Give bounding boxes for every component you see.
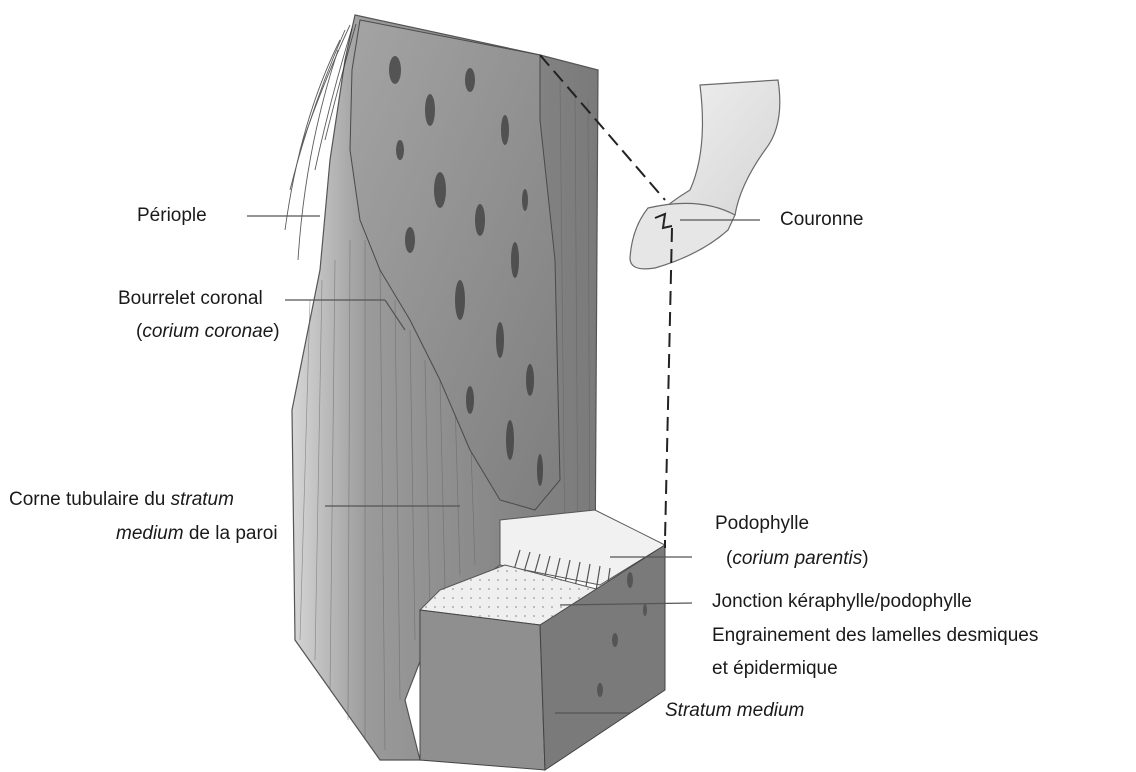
label-periople: Périople [137, 202, 207, 230]
corne-latin-stratum: stratum [171, 489, 234, 510]
label-jonction-line2: Engrainement des lamelles desmiques [712, 622, 1038, 650]
label-bourrelet-line1: Bourrelet coronal [118, 285, 263, 313]
label-corne-line2: medium de la paroi [116, 520, 278, 548]
corne-prefix: Corne tubulaire du [9, 489, 171, 510]
label-corne-line1: Corne tubulaire du stratum [9, 486, 234, 514]
corne-latin-medium: medium [116, 523, 184, 544]
label-jonction-line3: et épidermique [712, 655, 838, 683]
label-podophylle-line1: Podophylle [715, 510, 809, 538]
corne-suffix: de la paroi [184, 523, 278, 544]
latin-corium-parentis: corium parentis [732, 548, 862, 569]
label-stratum-medium: Stratum medium [665, 697, 804, 725]
label-jonction-line1: Jonction kéraphylle/podophylle [712, 588, 972, 616]
label-couronne: Couronne [780, 206, 863, 234]
latin-corium-coronae: corium coronae [142, 321, 273, 342]
paren-close: ) [273, 321, 279, 342]
paren-close-2: ) [862, 548, 868, 569]
label-podophylle-line2: (corium parentis) [726, 545, 869, 573]
label-bourrelet-line2: (corium coronae) [136, 318, 280, 346]
